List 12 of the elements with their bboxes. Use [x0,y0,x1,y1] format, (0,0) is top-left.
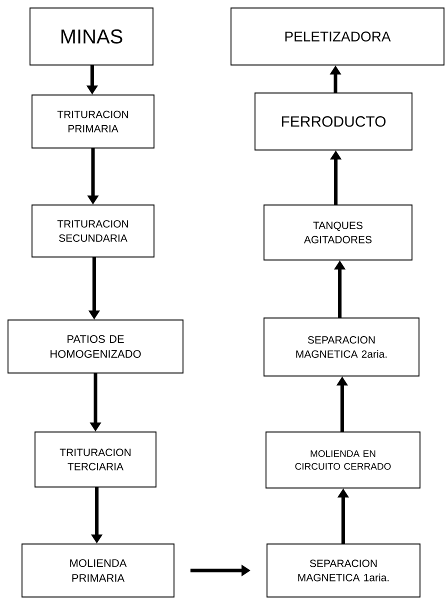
process-box: PELETIZADORA [230,8,444,66]
process-box: TANQUES AGITADORES [264,204,412,260]
process-box: FERRODUCTO [254,92,412,150]
process-box: SEPARACION MAGNETICA 1aria. [266,544,420,598]
process-box: SEPARACION MAGNETICA 2aria. [264,318,420,376]
process-box: MOLIENDA EN CIRCUITO CERRADO [266,432,420,488]
process-box: TRITURACION SECUNDARIA [32,204,154,258]
process-box: MINAS [30,8,154,66]
process-box: TRITURACION PRIMARIA [32,94,154,148]
process-box: PATIOS DE HOMOGENIZADO [8,320,184,374]
process-box: TRITURACION TERCIARIA [34,432,156,488]
process-box: MOLIENDA PRIMARIA [22,544,174,598]
